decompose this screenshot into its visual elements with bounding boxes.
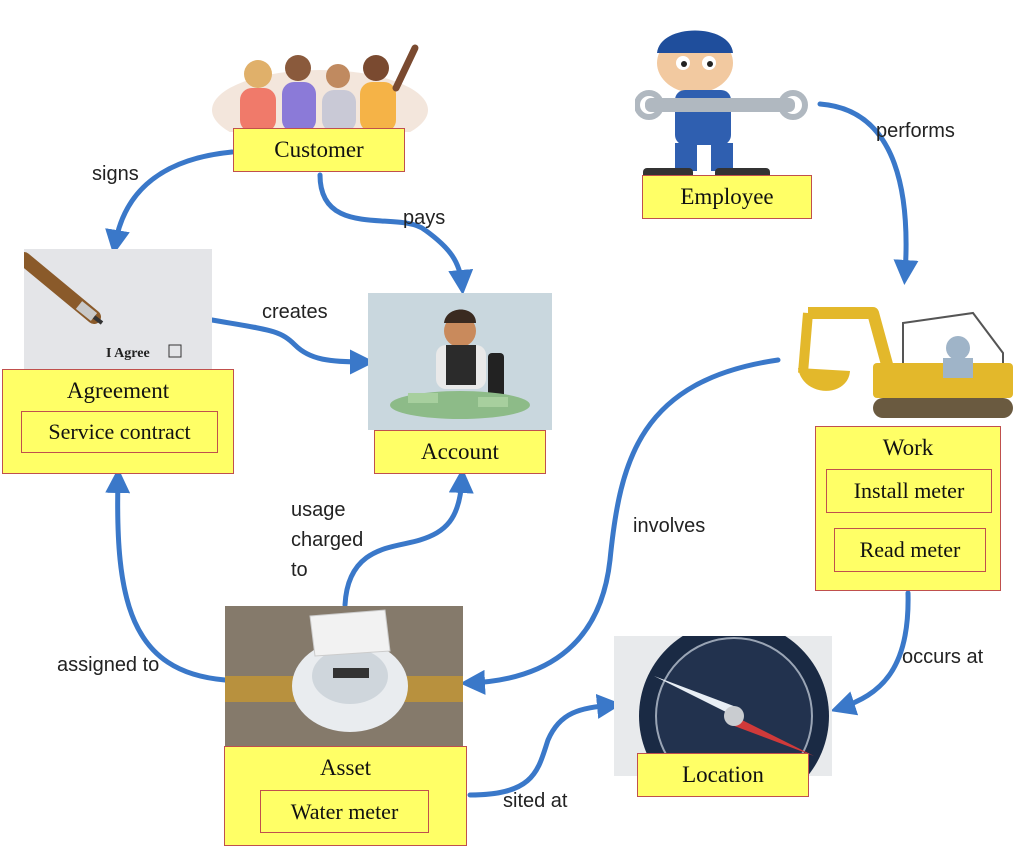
asset-water-meter-image <box>225 606 463 746</box>
arrow-creates <box>209 317 375 375</box>
relation-performs: performs <box>876 120 955 142</box>
customer-entity: Customer <box>233 128 405 172</box>
employee-label: Employee <box>680 184 774 209</box>
arrow-performs <box>817 101 919 285</box>
relation-signs: signs <box>92 163 139 185</box>
work-item-install: Install meter <box>826 469 992 513</box>
work-label: Work <box>882 435 934 460</box>
asset-item: Water meter <box>260 790 429 833</box>
arrow-pays <box>317 172 474 295</box>
employee-image <box>635 18 815 183</box>
water-meter-label: Water meter <box>290 798 399 824</box>
arrow-usage <box>342 468 474 608</box>
agreement-entity: Agreement Service contract <box>2 369 234 474</box>
account-money-image <box>368 293 552 430</box>
relation-assigned-to: assigned to <box>57 654 160 676</box>
agreement-label: Agreement <box>66 378 170 403</box>
location-label: Location <box>682 762 764 787</box>
relation-occurs-at: occurs at <box>902 646 984 668</box>
account-label: Account <box>421 439 499 464</box>
agreement-item: Service contract <box>21 411 218 453</box>
arrow-involves <box>460 357 781 695</box>
customer-label: Customer <box>274 137 364 162</box>
relation-sited-at: sited at <box>503 790 568 812</box>
work-entity: Work Install meter Read meter <box>815 426 1001 591</box>
customer-group-image <box>210 40 430 132</box>
read-meter-label: Read meter <box>859 537 961 562</box>
relation-usage-3: to <box>291 559 308 581</box>
location-compass-image <box>614 636 832 776</box>
arrow-sited <box>467 693 622 798</box>
asset-entity: Asset Water meter <box>224 746 467 846</box>
relation-creates: creates <box>262 301 328 323</box>
work-item-read: Read meter <box>834 528 986 572</box>
relation-involves: involves <box>633 515 706 537</box>
asset-label: Asset <box>319 755 372 780</box>
arrow-occurs <box>830 590 911 716</box>
account-entity: Account <box>374 430 546 474</box>
employee-entity: Employee <box>642 175 812 219</box>
relation-usage-1: usage <box>291 499 346 521</box>
agree-text: I Agree <box>106 346 150 361</box>
work-excavator-image <box>778 293 1023 426</box>
agreement-pen-image: I Agree <box>24 249 212 371</box>
relation-pays: pays <box>403 207 446 229</box>
location-entity: Location <box>637 753 809 797</box>
service-contract-label: Service contract <box>48 419 191 444</box>
arrow-assigned <box>105 468 228 683</box>
relation-usage-2: charged <box>291 529 364 551</box>
install-meter-label: Install meter <box>853 478 965 503</box>
arrow-signs <box>105 149 235 255</box>
